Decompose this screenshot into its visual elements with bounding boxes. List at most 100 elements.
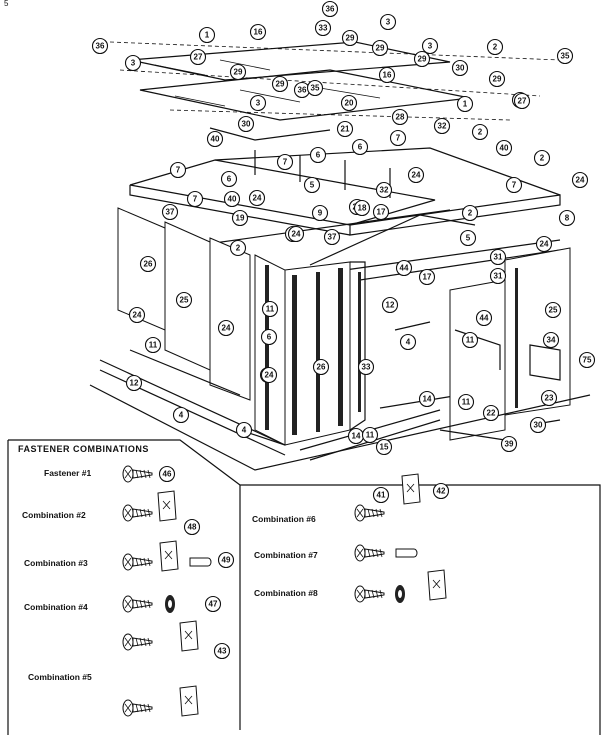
callout-number: 25 (180, 296, 189, 305)
plate-icon (159, 540, 179, 572)
legend-callout-48: 48 (183, 518, 201, 536)
callout-number: 17 (423, 273, 432, 282)
callout-number: 40 (500, 144, 509, 153)
svg-text:42: 42 (437, 487, 446, 496)
callout-number: 11 (149, 341, 158, 350)
legend-label: Combination #7 (254, 550, 318, 560)
sleeve-icon (189, 557, 212, 567)
callout-number: 14 (423, 395, 432, 404)
callout-17: 17 (372, 203, 390, 221)
svg-text:49: 49 (222, 556, 231, 565)
front-wall (254, 254, 461, 461)
callout-35: 35 (306, 79, 324, 97)
callout-25: 25 (175, 291, 193, 309)
callout-number: 2 (493, 43, 498, 52)
callout-number: 3 (256, 99, 261, 108)
callout-number: 1 (463, 100, 468, 109)
callout-22: 22 (482, 404, 500, 422)
callout-11: 11 (144, 336, 162, 354)
legend-label: Fastener #1 (44, 468, 92, 478)
callout-26: 26 (139, 255, 157, 273)
callout-number: 16 (254, 28, 263, 37)
washer-icon (395, 585, 405, 603)
callout-number: 6 (267, 333, 272, 342)
callout-number: 75 (583, 356, 592, 365)
legend-label: Combination #6 (252, 514, 316, 524)
callout-5: 5 (459, 229, 477, 247)
legend-callout-42: 42 (432, 482, 450, 500)
callout-24: 24 (571, 171, 589, 189)
legend-row-6: Combination #6 41 42 (252, 473, 450, 524)
callout-number: 28 (396, 113, 405, 122)
sleeve-icon (395, 548, 418, 558)
callout-20: 20 (340, 94, 358, 112)
plate-icon (179, 685, 199, 717)
page-marker: 5 (4, 0, 9, 8)
callout-number: 29 (493, 75, 502, 84)
callout-6: 6 (220, 170, 238, 188)
svg-text:47: 47 (209, 600, 218, 609)
callout-3: 3 (124, 54, 142, 72)
legend-callout-41: 41 (372, 486, 390, 504)
callout-number: 40 (211, 135, 220, 144)
callout-number: 7 (283, 158, 288, 167)
callout-34: 34 (542, 331, 560, 349)
callout-number: 29 (276, 80, 285, 89)
callout-number: 37 (328, 233, 337, 242)
callout-number: 23 (545, 394, 554, 403)
roof-panels (109, 41, 561, 141)
callout-28: 28 (391, 108, 409, 126)
callout-number: 3 (428, 42, 433, 51)
callout-32: 32 (375, 181, 393, 199)
callout-29: 29 (341, 29, 359, 47)
screw-icon (122, 504, 153, 522)
callout-36: 36 (321, 0, 339, 18)
callout-number: 3 (131, 59, 136, 68)
callout-15: 15 (375, 438, 393, 456)
callout-number: 2 (236, 244, 241, 253)
callout-24: 24 (248, 189, 266, 207)
callout-number: 7 (176, 166, 181, 175)
callout-number: 2 (468, 209, 473, 218)
callout-number: 26 (317, 363, 326, 372)
callout-2: 2 (533, 149, 551, 167)
screw-icon (122, 699, 153, 717)
callout-number: 17 (377, 208, 386, 217)
callout-number: 40 (228, 195, 237, 204)
callout-number: 7 (512, 181, 517, 190)
callout-6: 6 (260, 328, 278, 346)
callout-7: 7 (505, 176, 523, 194)
callout-number: 32 (380, 186, 389, 195)
callout-6: 6 (351, 138, 369, 156)
callout-40: 40 (206, 130, 224, 148)
screw-icon (354, 544, 385, 562)
callout-number: 24 (222, 324, 231, 333)
callout-40: 40 (495, 139, 513, 157)
legend-callout-49: 49 (217, 551, 235, 569)
callout-4: 4 (235, 421, 253, 439)
callout-1: 1 (198, 26, 216, 44)
callout-number: 8 (565, 214, 570, 223)
callout-7: 7 (186, 190, 204, 208)
callout-number: 30 (534, 421, 543, 430)
callout-24: 24 (287, 225, 305, 243)
callout-number: 34 (547, 336, 556, 345)
callout-11: 11 (361, 426, 379, 444)
svg-text:48: 48 (188, 523, 197, 532)
callout-5: 5 (303, 176, 321, 194)
plate-icon (179, 620, 199, 652)
svg-text:43: 43 (218, 647, 227, 656)
callout-number: 1 (205, 31, 210, 40)
callout-number: 6 (316, 151, 321, 160)
callout-number: 39 (505, 440, 514, 449)
callout-24: 24 (128, 306, 146, 324)
callout-24: 24 (407, 166, 425, 184)
callout-number: 11 (366, 431, 375, 440)
callout-number: 29 (418, 55, 427, 64)
callout-number: 36 (298, 86, 307, 95)
screw-icon (354, 585, 385, 603)
screw-icon (122, 553, 153, 571)
plate-icon (401, 473, 421, 505)
callout-75: 75 (578, 351, 596, 369)
